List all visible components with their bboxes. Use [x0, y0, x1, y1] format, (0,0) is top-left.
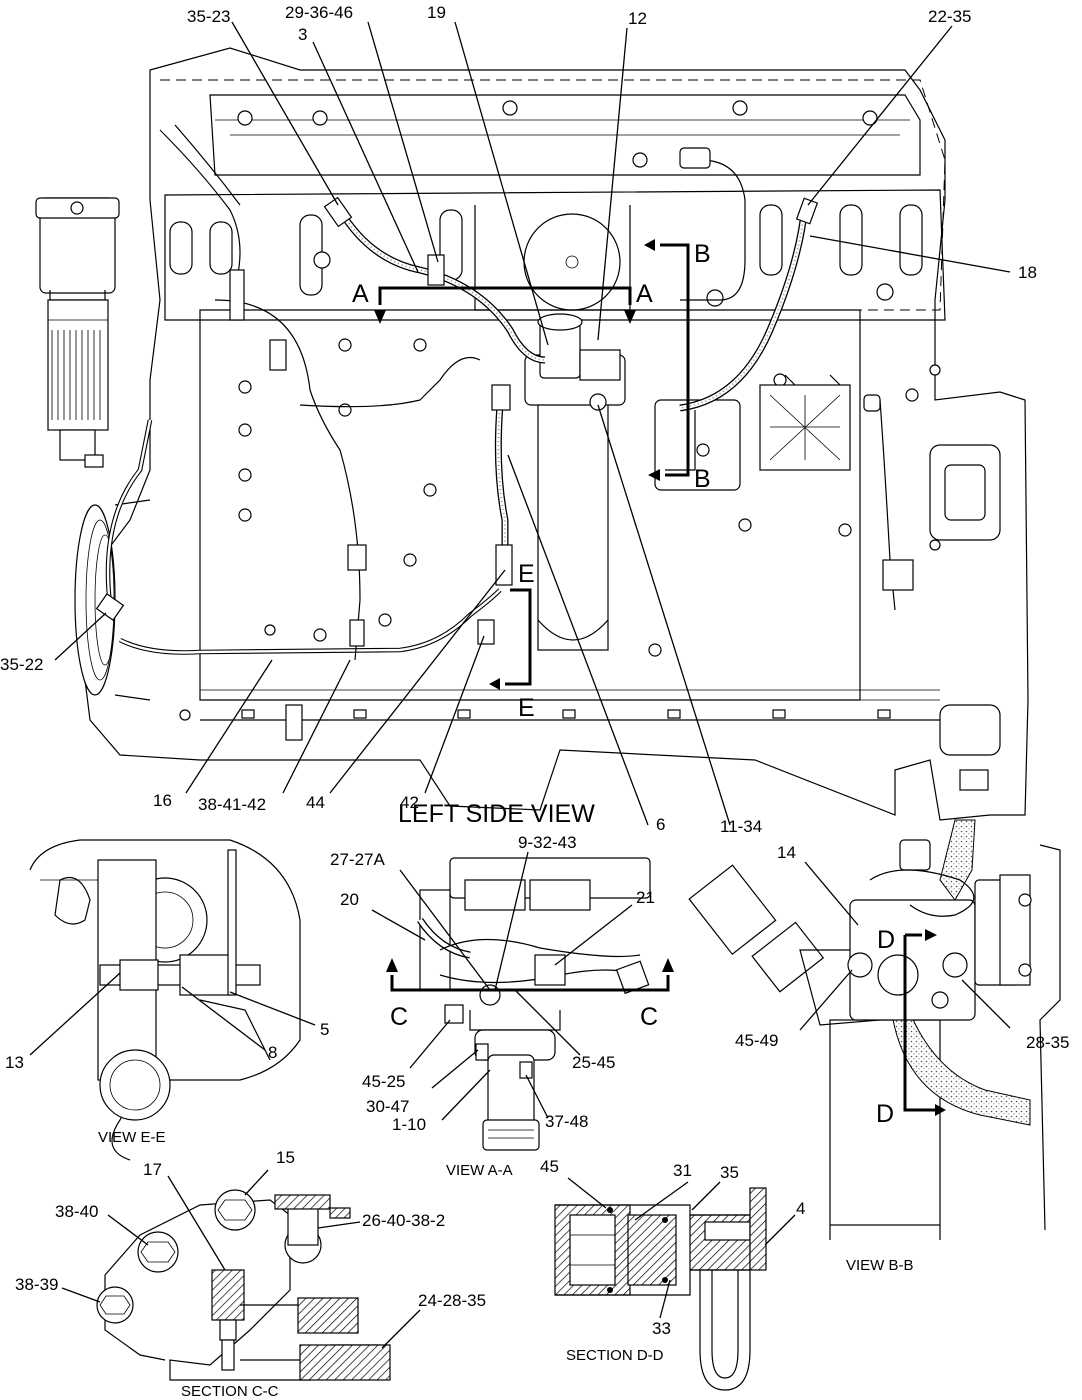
wiring-harness: [159, 124, 1001, 791]
caption-view-e-e: VIEW E-E: [98, 1129, 166, 1146]
callout-20: 20: [340, 890, 359, 909]
callout-30-47: 30-47: [366, 1097, 409, 1116]
fuel-pump-assembly: [474, 205, 631, 651]
callout-31: 31: [673, 1161, 692, 1180]
section-label-e-bottom: E: [518, 694, 535, 722]
callout-45-25: 45-25: [362, 1072, 405, 1091]
section-marker-a: A A: [352, 280, 653, 324]
engine-left-side-view: A A B B E E: [0, 3, 1037, 836]
caption-section-d-d: SECTION D-D: [566, 1347, 664, 1364]
callout-35-22: 35-22: [0, 655, 43, 674]
section-label-d-top: D: [877, 926, 895, 954]
callout-17: 17: [143, 1160, 162, 1179]
callout-38-40: 38-40: [55, 1202, 98, 1221]
callout-1-10: 1-10: [392, 1115, 426, 1134]
callout-5: 5: [320, 1020, 329, 1039]
section-label-d-bottom: D: [876, 1100, 894, 1128]
section-label-c-right: C: [640, 1003, 658, 1031]
view-b-b: D D 14 45-49 28-35 VIEW B-B: [688, 819, 1069, 1274]
callout-38-41-42: 38-41-42: [198, 795, 266, 814]
caption-view-b-b: VIEW B-B: [846, 1257, 914, 1274]
callout-11-34: 11-34: [720, 817, 762, 836]
section-marker-e: E E: [489, 560, 535, 722]
callout-13: 13: [5, 1053, 24, 1072]
callout-9-32-43: 9-32-43: [518, 833, 577, 852]
view-title-left-side: LEFT SIDE VIEW: [398, 800, 595, 828]
crank-pulley: [74, 499, 151, 701]
callout-19: 19: [427, 3, 446, 22]
section-label-c-left: C: [390, 1003, 408, 1031]
section-label-b-top: B: [694, 240, 711, 268]
ecm-module: [654, 374, 1001, 541]
callout-3: 3: [298, 25, 307, 44]
callout-28-35: 28-35: [1026, 1033, 1069, 1052]
section-label-a-right: A: [636, 280, 653, 308]
tube-16: [95, 419, 502, 655]
hose-18: [679, 197, 819, 412]
callout-25-45: 25-45: [572, 1053, 615, 1072]
callout-29-36-46: 29-36-46: [285, 3, 353, 22]
callout-26-40-38-2: 26-40-38-2: [362, 1211, 445, 1230]
caption-view-a-a: VIEW A-A: [446, 1162, 513, 1179]
caption-section-c-c: SECTION C-C: [181, 1383, 279, 1400]
callout-15: 15: [276, 1148, 295, 1167]
callout-16: 16: [153, 791, 172, 810]
callout-35-23: 35-23: [187, 7, 230, 26]
section-label-b-bottom: B: [694, 465, 711, 493]
hose-3: [323, 196, 546, 364]
callout-42: 42: [400, 793, 419, 812]
view-a-a: C C 27-27A 9-32-43 20 21 45-25 30-47 1-1…: [330, 833, 674, 1179]
hose-6: [491, 384, 513, 586]
callout-37-48: 37-48: [545, 1112, 588, 1131]
callout-35: 35: [720, 1163, 739, 1182]
view-e-e: 13 8 5 VIEW E-E: [5, 839, 329, 1161]
callout-27-27a: 27-27A: [330, 850, 385, 869]
callout-8: 8: [268, 1043, 277, 1062]
cylinder-head-bosses: [169, 204, 923, 307]
fuel-filter: [35, 197, 120, 468]
callout-6: 6: [656, 815, 665, 834]
callout-14: 14: [777, 843, 796, 862]
callout-24-28-35: 24-28-35: [418, 1291, 486, 1310]
rocker-cover-bolts: [237, 100, 878, 168]
callout-33: 33: [652, 1319, 671, 1338]
section-marker-b: B B: [644, 239, 711, 493]
callout-22-35: 22-35: [928, 7, 971, 26]
callout-38-39: 38-39: [15, 1275, 58, 1294]
callout-12: 12: [628, 9, 647, 28]
callout-44: 44: [306, 793, 325, 812]
section-label-a-left: A: [352, 280, 369, 308]
section-d-d: 45 31 35 4 33 SECTION D-D: [540, 1157, 805, 1391]
section-c-c: 17 15 38-40 26-40-38-2 38-39 24-28-35 SE…: [15, 1148, 486, 1400]
section-label-e-top: E: [518, 560, 535, 588]
oil-pan-bolts: [241, 709, 891, 719]
callout-45: 45: [540, 1157, 559, 1176]
callout-18: 18: [1018, 263, 1037, 282]
callout-4: 4: [796, 1199, 805, 1218]
callout-21: 21: [636, 888, 655, 907]
callout-45-49: 45-49: [735, 1031, 778, 1050]
main-leader-lines: [54, 21, 1011, 826]
